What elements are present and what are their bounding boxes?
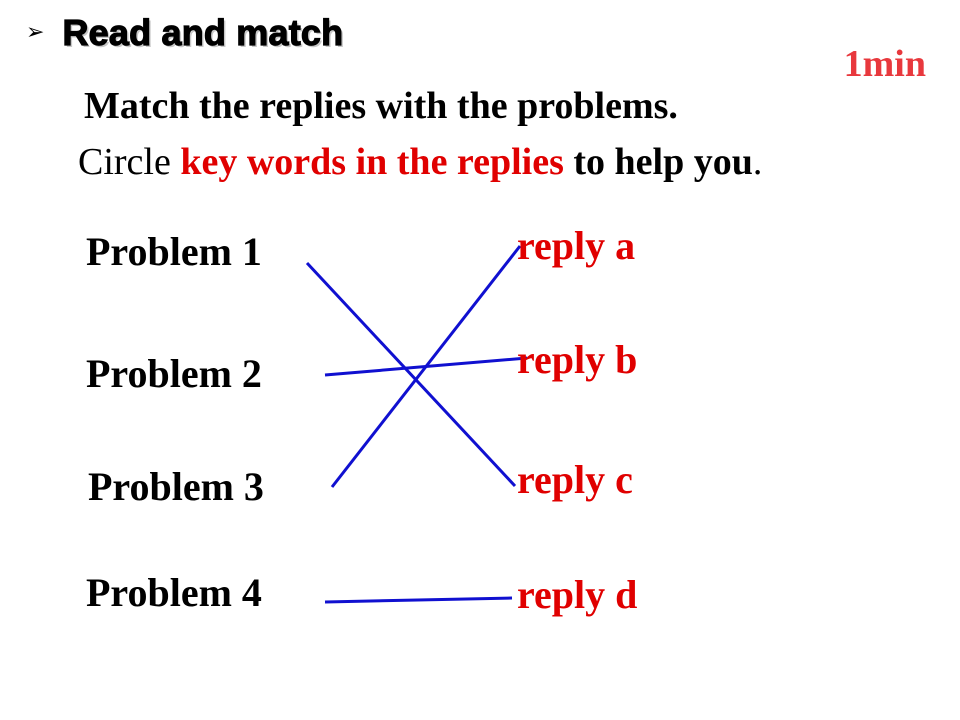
match-line-3-a	[330, 245, 522, 488]
instruction-line-1: Match the replies with the problems.	[84, 85, 678, 127]
instruction-key-words: key words in the replies	[180, 141, 564, 183]
instruction-circle-text: Circle	[78, 141, 181, 183]
match-line-1-c	[305, 261, 517, 488]
heading-title: Read and match	[62, 11, 344, 53]
problem-4-label: Problem 4	[86, 570, 262, 615]
instruction-line-2: Circle key words in the replies to help …	[78, 140, 762, 184]
reply-b-label: reply b	[517, 337, 638, 382]
problem-3-label: Problem 3	[88, 464, 264, 509]
arrow-bullet-icon: ➢	[26, 20, 45, 45]
timer-label: 1min	[843, 43, 926, 85]
reply-a-label: reply a	[517, 223, 636, 268]
reply-d-label: reply d	[517, 572, 638, 617]
problem-1-label: Problem 1	[86, 229, 262, 274]
problem-2-label: Problem 2	[86, 351, 262, 396]
instruction-period: .	[752, 141, 763, 183]
section-heading: ➢ Read and match	[26, 11, 344, 54]
instruction-help-text: to help you	[563, 141, 753, 183]
match-line-4-d	[324, 596, 513, 604]
reply-c-label: reply c	[517, 457, 633, 502]
